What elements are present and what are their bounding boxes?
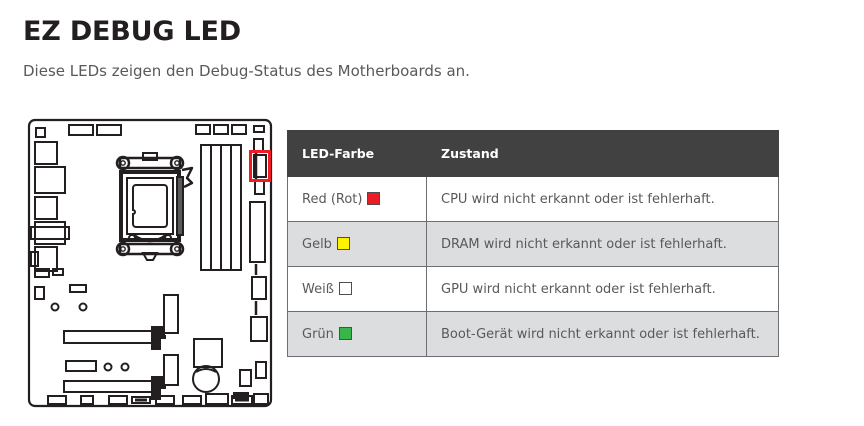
cell-led-color: Weiß xyxy=(287,266,427,312)
cell-led-color: Grün xyxy=(287,311,427,357)
cell-led-color: Red (Rot) xyxy=(287,176,427,222)
led-color-label: Weiß xyxy=(302,281,334,297)
led-swatch-red xyxy=(367,191,381,205)
led-color-label: Red (Rot) xyxy=(302,191,363,207)
cell-state: GPU wird nicht erkannt oder ist fehlerha… xyxy=(426,266,779,312)
table-row: Weiß GPU wird nicht erkannt oder ist feh… xyxy=(287,266,779,312)
table-row: Grün Boot-Gerät wird nicht erkannt oder … xyxy=(287,311,779,357)
cell-state: CPU wird nicht erkannt oder ist fehlerha… xyxy=(426,176,779,222)
led-swatch-white xyxy=(338,281,352,295)
cell-state: Boot-Gerät wird nicht erkannt oder ist f… xyxy=(426,311,779,357)
page-title: EZ DEBUG LED xyxy=(23,16,242,47)
led-color-label: Gelb xyxy=(302,236,332,252)
column-header-led-color: LED-Farbe xyxy=(287,130,427,177)
ez-debug-led-table: LED-Farbe Zustand Red (Rot) CPU wird nic… xyxy=(287,130,779,357)
led-swatch-green xyxy=(338,326,352,340)
table-header-row: LED-Farbe Zustand xyxy=(287,130,779,177)
table-body: Red (Rot) CPU wird nicht erkannt oder is… xyxy=(287,176,779,357)
table-row: Gelb DRAM wird nicht erkannt oder ist fe… xyxy=(287,221,779,267)
led-swatch-yellow xyxy=(336,236,350,250)
led-color-label: Grün xyxy=(302,326,334,342)
ez-debug-led-highlight xyxy=(249,150,271,182)
motherboard-diagram xyxy=(26,117,274,409)
column-header-state: Zustand xyxy=(426,130,779,177)
table-row: Red (Rot) CPU wird nicht erkannt oder is… xyxy=(287,176,779,222)
table-head: LED-Farbe Zustand xyxy=(287,130,779,177)
cell-led-color: Gelb xyxy=(287,221,427,267)
cell-state: DRAM wird nicht erkannt oder ist fehlerh… xyxy=(426,221,779,267)
page-subtitle: Diese LEDs zeigen den Debug-Status des M… xyxy=(23,62,470,80)
